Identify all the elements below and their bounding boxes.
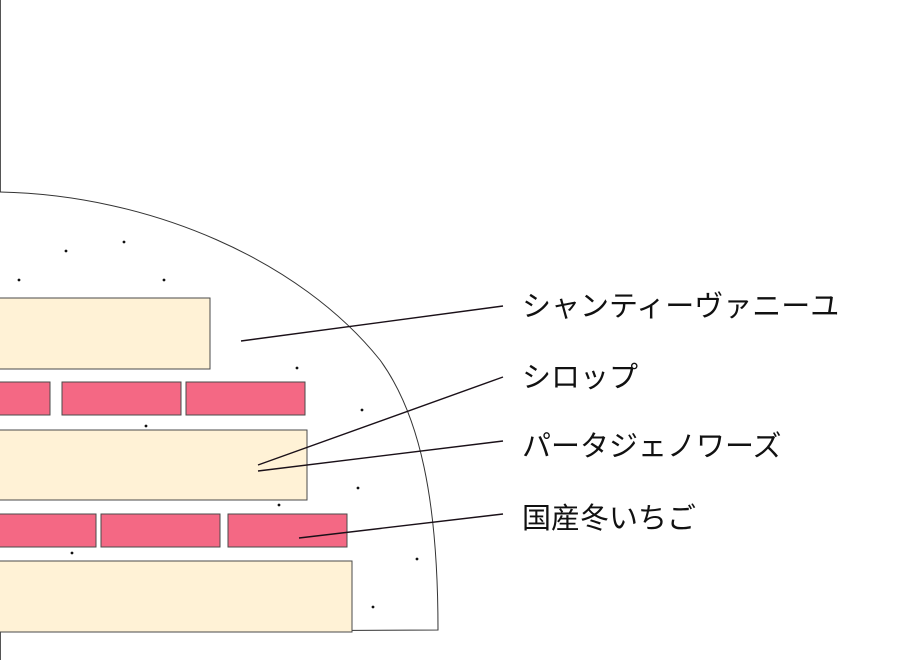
sponge-layers	[0, 297, 353, 633]
cream-dot	[295, 366, 299, 370]
cream-dot	[17, 278, 21, 282]
cream-dot	[144, 424, 148, 428]
cream-dot	[415, 557, 419, 561]
strawberry-slice	[0, 381, 51, 416]
cream-dot	[360, 408, 364, 412]
cream-dot	[70, 551, 74, 555]
sponge-layer-middle	[0, 429, 308, 501]
label-strawberry: 国産冬いちご	[522, 501, 696, 535]
sponge-layer-bottom	[0, 560, 353, 633]
leader-line-chantilly	[240, 305, 504, 342]
strawberry-slice	[0, 513, 97, 548]
cream-dots	[17, 240, 419, 609]
sponge-layer-top	[0, 297, 211, 370]
leader-lines	[240, 305, 504, 539]
strawberry-slice	[61, 381, 182, 416]
cream-dot	[64, 249, 68, 253]
labels: シャンティーヴァニーユ シロップ パータジェノワーズ 国産冬いちご	[522, 289, 839, 535]
strawberry-slice	[185, 381, 306, 416]
label-chantilly-vanille: シャンティーヴァニーユ	[522, 289, 839, 323]
label-pate-genoise: パータジェノワーズ	[522, 429, 782, 463]
leader-line-strawberry	[298, 513, 504, 539]
cream-dot	[162, 278, 166, 282]
label-sirop: シロップ	[522, 360, 638, 394]
cream-dot	[356, 486, 360, 490]
leader-line-genoise	[257, 440, 504, 472]
strawberry-rows	[0, 381, 348, 548]
cream-dot	[122, 240, 126, 244]
cream-dot	[371, 605, 375, 609]
leader-line-sirop	[257, 376, 504, 466]
strawberry-slice	[227, 513, 348, 548]
strawberry-slice	[100, 513, 221, 548]
cream-dot	[277, 503, 281, 507]
